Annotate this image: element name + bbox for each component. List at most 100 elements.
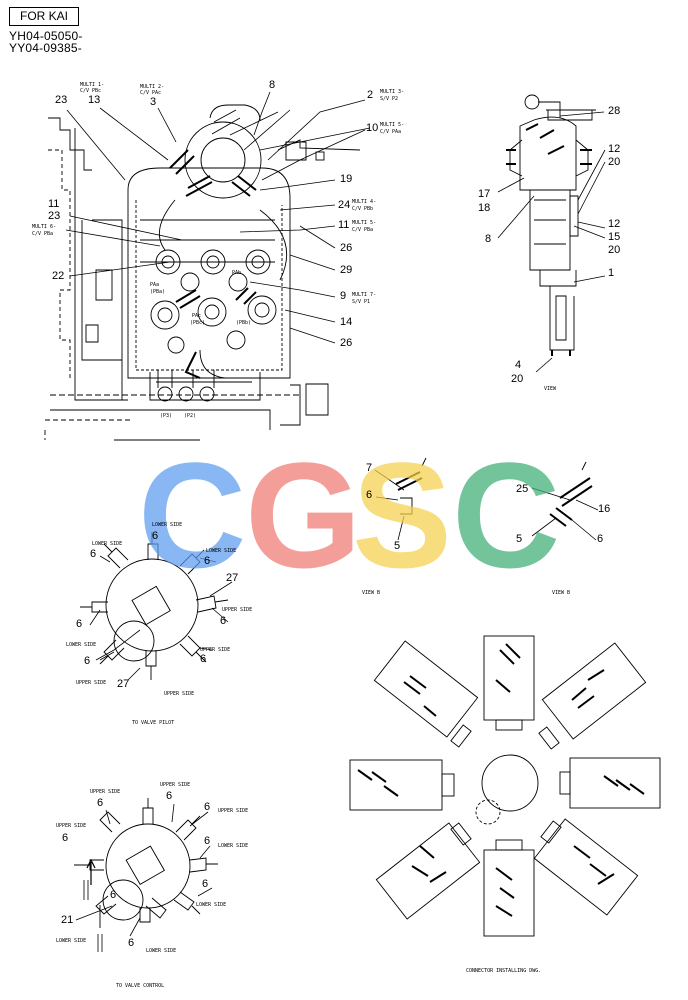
- watermark-letter-s: S: [352, 431, 453, 599]
- port-pab: PAb: [232, 270, 242, 276]
- note-multi-5: MULTI 5-: [380, 122, 405, 128]
- callout-1: 1: [608, 267, 615, 279]
- pilot-valve-drawing: [80, 532, 233, 681]
- callout-9: 9: [340, 290, 347, 302]
- connector-caption: CONNECTOR INSTALLING DWG.: [466, 968, 542, 974]
- pilot-note-lower-side-1: LOWER SIDE: [152, 522, 183, 528]
- pilot-callout-6-right: 6: [220, 615, 227, 627]
- control-callout-6-d: 6: [204, 835, 211, 847]
- callout-20-upper: 20: [608, 156, 621, 168]
- view-b-caption-left: VIEW B: [362, 590, 381, 596]
- callout-6: 6: [366, 489, 373, 501]
- control-note-upper-side-4: UPPER SIDE: [56, 823, 87, 829]
- pilot-callout-6-lowerright: 6: [200, 653, 207, 665]
- pilot-note-upper-side-2: UPPER SIDE: [200, 647, 231, 653]
- note-multi-6-sub: C/V PBa: [32, 231, 54, 237]
- for-kai-box: FOR KAI: [9, 7, 79, 26]
- pilot-callout-6-left: 6: [76, 618, 83, 630]
- control-callout-6-e: 6: [62, 832, 69, 844]
- pilot-note-upper-side-3: UPPER SIDE: [76, 680, 107, 686]
- control-callout-6-b: 6: [166, 790, 173, 802]
- callout-10: 10: [366, 122, 379, 134]
- control-callout-6-c: 6: [204, 801, 211, 813]
- connector-installing-drawing: [349, 635, 661, 937]
- pilot-note-lower-side-3: LOWER SIDE: [206, 548, 237, 554]
- callout-20-mid: 20: [608, 244, 621, 256]
- control-note-lower-side-1: LOWER SIDE: [218, 843, 249, 849]
- view-b-caption-right: VIEW B: [552, 590, 571, 596]
- port-p2: (P2): [184, 413, 197, 419]
- pilot-callout-6-upperright: 6: [204, 555, 211, 567]
- callout-6-right: 6: [597, 533, 604, 545]
- control-note-upper-side-3: UPPER SIDE: [218, 808, 249, 814]
- callout-26-upper: 26: [340, 242, 353, 254]
- serial-range-1: YH04-05050-: [9, 29, 83, 43]
- callout-2: 2: [367, 89, 374, 101]
- callout-14: 14: [340, 316, 353, 328]
- callout-3: 3: [150, 96, 157, 108]
- note-multi-6: MULTI 6-: [32, 224, 57, 230]
- control-note-upper-side-1: UPPER SIDE: [90, 789, 121, 795]
- control-callout-6-f: 6: [202, 878, 209, 890]
- callout-22: 22: [52, 270, 65, 282]
- callout-20-lower: 20: [511, 373, 524, 385]
- note-multi-3-sub: S/V P2: [380, 96, 399, 102]
- callout-23: 23: [55, 94, 68, 106]
- callout-7: 7: [366, 462, 373, 474]
- callout-23-lower: 23: [48, 210, 61, 222]
- serial-range-2: YY04-09385-: [9, 41, 82, 55]
- control-callout-6-i: 6: [110, 889, 117, 901]
- callout-25: 25: [516, 483, 529, 495]
- pilot-note-upper-side-1: UPPER SIDE: [222, 607, 253, 613]
- callout-5: 5: [394, 540, 401, 552]
- callout-16: 16: [598, 503, 611, 515]
- note-multi-4-sub: C/V PBb: [352, 206, 374, 212]
- callout-18: 18: [478, 202, 491, 214]
- port-pbb: (PBb): [236, 320, 252, 326]
- callout-19: 19: [340, 173, 353, 185]
- port-pac: PAc: [192, 313, 202, 319]
- pilot-callout-6-top: 6: [152, 530, 159, 542]
- control-callout-6-h: 6: [128, 937, 135, 949]
- view-b-drawing: [374, 457, 599, 541]
- port-p3: (P3): [160, 413, 173, 419]
- control-note-lower-side-3: LOWER SIDE: [56, 938, 87, 944]
- pilot-note-lower-side-4: LOWER SIDE: [66, 642, 97, 648]
- callout-8-side: 8: [485, 233, 492, 245]
- watermark-letter-g: G: [245, 431, 362, 599]
- note-multi-2-sub: C/V PAc: [140, 90, 162, 96]
- callout-29: 29: [340, 264, 353, 276]
- note-multi-3: MULTI 3-: [380, 89, 405, 95]
- note-multi-5b: MULTI 5-: [352, 220, 377, 226]
- main-view-drawing: [44, 91, 371, 441]
- callout-4: 4: [515, 359, 522, 371]
- note-multi-7: MULTI 7-: [352, 292, 377, 298]
- port-pbc: (PBc): [190, 320, 206, 326]
- note-multi-1-sub: C/V PBc: [80, 88, 102, 94]
- callout-24: 24: [338, 199, 351, 211]
- note-multi-5b-sub: C/V PBa: [352, 227, 374, 233]
- pilot-note-lower-side-2: LOWER SIDE: [92, 541, 123, 547]
- pilot-callout-6-upperleft: 6: [90, 548, 97, 560]
- port-paa: PAa: [150, 282, 160, 288]
- pilot-note-upper-side-4: UPPER SIDE: [164, 691, 195, 697]
- callout-17: 17: [478, 188, 491, 200]
- callout-13: 13: [88, 94, 101, 106]
- callout-8: 8: [269, 79, 276, 91]
- watermark-letter-c1: C: [138, 431, 247, 599]
- callout-5-right: 5: [516, 533, 523, 545]
- note-multi-4: MULTI 4-: [352, 199, 377, 205]
- callout-26-lower: 26: [340, 337, 353, 349]
- callout-12-upper: 12: [608, 143, 621, 155]
- callout-11-left: 11: [48, 198, 60, 210]
- callout-11-right: 11: [338, 219, 350, 231]
- callout-28: 28: [608, 105, 621, 117]
- pilot-callout-6-lowerleft: 6: [84, 655, 91, 667]
- side-view-drawing: [497, 94, 606, 373]
- control-callout-6-a: 6: [97, 797, 104, 809]
- pilot-callout-27-bottom: 27: [117, 678, 130, 690]
- note-multi-7-sub: S/V P1: [352, 299, 371, 305]
- pilot-callout-27-right: 27: [226, 572, 239, 584]
- callout-15: 15: [608, 231, 621, 243]
- for-kai-label: FOR KAI: [19, 9, 68, 23]
